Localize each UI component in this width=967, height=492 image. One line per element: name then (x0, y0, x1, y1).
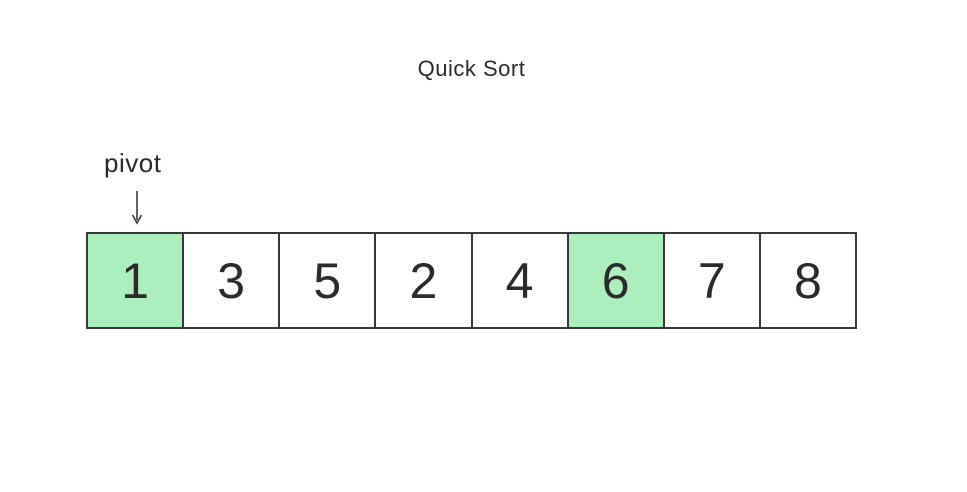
array-cell-1: 1 (88, 234, 185, 327)
pivot-down-arrow-icon (131, 191, 143, 225)
array-cell-2: 2 (376, 234, 473, 327)
array-cell-3: 3 (184, 234, 281, 327)
array-cell-7: 7 (664, 234, 761, 327)
array-cell-8: 8 (760, 234, 855, 327)
diagram-title: Quick Sort (417, 56, 526, 81)
pivot-label: pivot (104, 148, 162, 178)
array-cell-4: 4 (472, 234, 569, 327)
array-cell-5: 5 (280, 234, 377, 327)
array-cell-6: 6 (568, 234, 665, 327)
